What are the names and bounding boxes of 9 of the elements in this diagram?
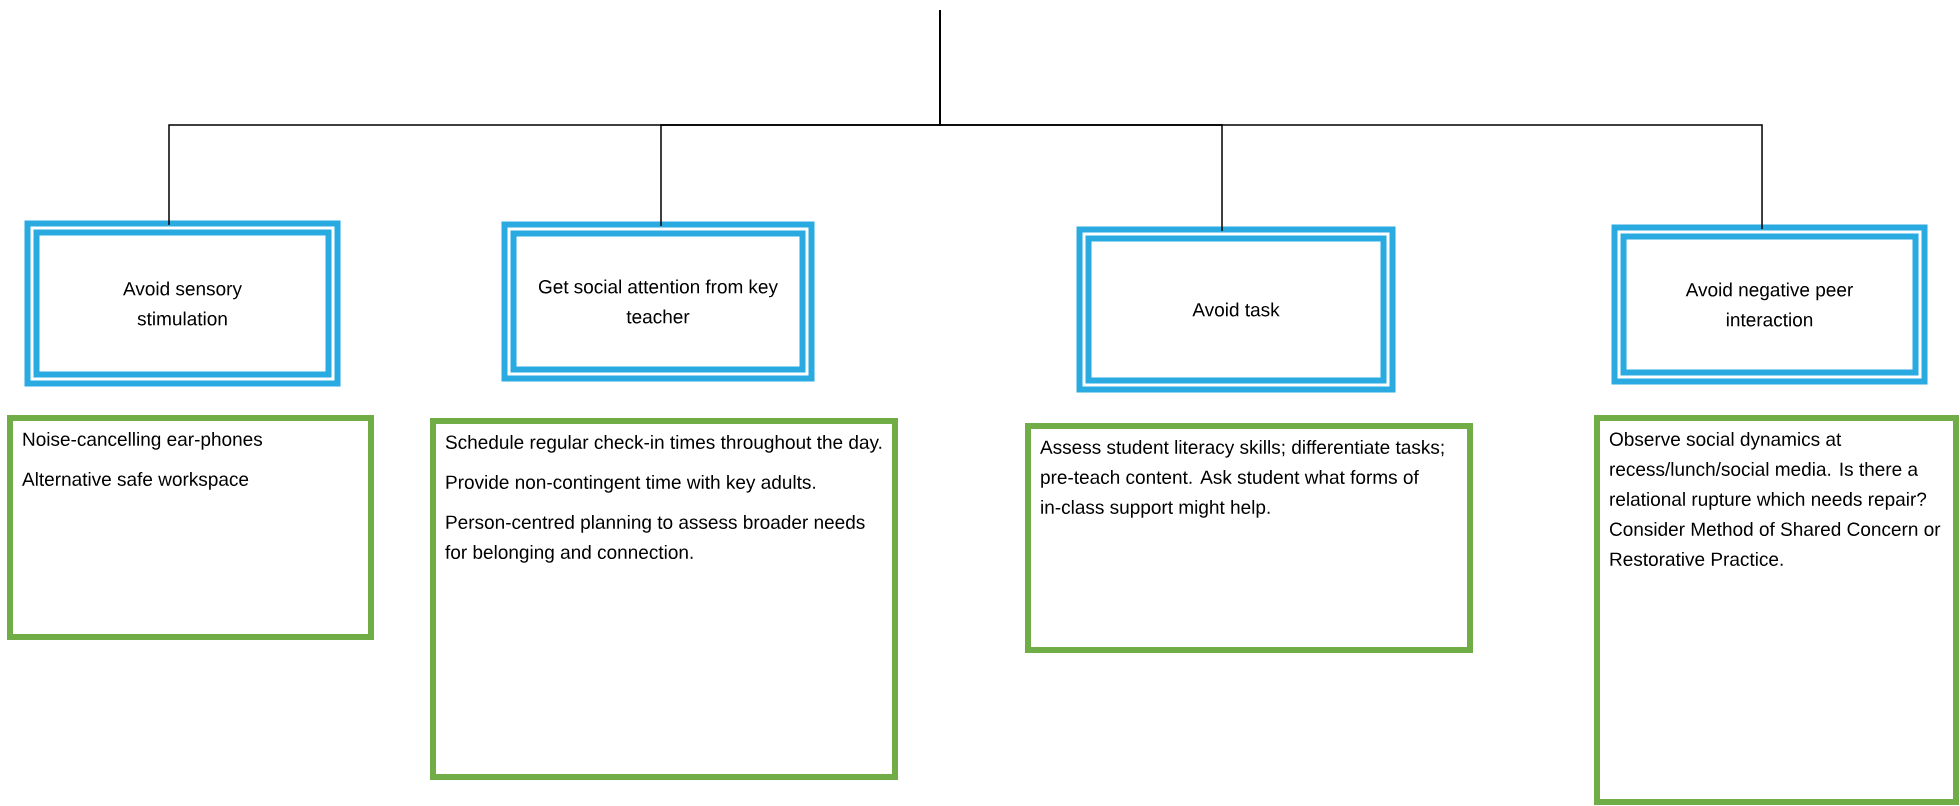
connector-line (939, 9, 1763, 230)
goal-box: Avoid negative peer interaction (1611, 224, 1928, 385)
goal-box: Avoid sensory stimulation (24, 220, 341, 387)
strategy-box: Assess student literacy skills; differentiate tasks; pre-teach content. Ask student what forms of in-class support might help. (1025, 423, 1473, 653)
strategy-box: Noise-cancelling ear-phones Alternative safe workspace (7, 415, 374, 640)
goal-box: Avoid task (1076, 226, 1396, 393)
goal-box: Get social attention from key teacher (501, 221, 815, 382)
strategy-box: Observe social dynamics at recess/lunch/social media. Is there a relational rupture which needs repair? Consider Method of Shared Concern or Restorative Practice. (1594, 415, 1959, 805)
strategy-box: Schedule regular check-in times throughout the day. Provide non-contingent time with key adults. Person-centred planning to assess broader needs for belonging and connection. (430, 418, 898, 780)
